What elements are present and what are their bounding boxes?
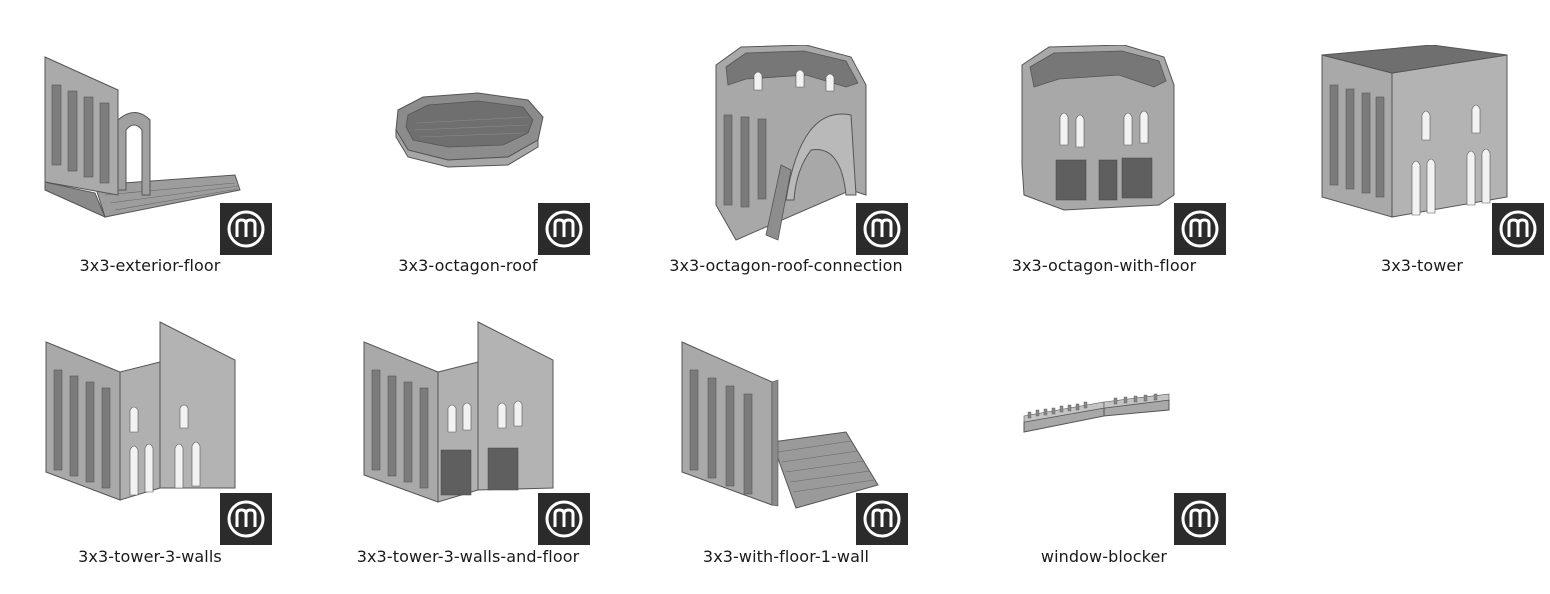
file-thumbnail — [328, 320, 608, 570]
file-item-window-blocker[interactable]: window-blocker — [954, 320, 1254, 590]
file-label: 3x3-tower-3-walls — [78, 547, 222, 566]
file-thumbnail — [646, 320, 926, 570]
file-item-3x3-tower-3-walls[interactable]: 3x3-tower-3-walls — [0, 320, 300, 590]
makerbot-m-icon — [220, 493, 272, 545]
model-preview — [395, 92, 544, 168]
model-preview — [44, 56, 241, 218]
file-item-3x3-tower[interactable]: 3x3-tower — [1272, 45, 1550, 315]
file-item-3x3-octagon-with-floor[interactable]: 3x3-octagon-with-floor — [954, 45, 1254, 315]
makerbot-m-icon — [1492, 203, 1544, 255]
makerbot-m-icon — [1174, 493, 1226, 545]
model-preview — [45, 321, 236, 501]
makerbot-m-icon — [856, 203, 908, 255]
makerbot-m-icon — [856, 493, 908, 545]
file-label: 3x3-tower-3-walls-and-floor — [356, 547, 580, 566]
makerbot-m-icon — [220, 203, 272, 255]
file-item-3x3-octagon-roof-connection[interactable]: 3x3-octagon-roof-connection — [636, 45, 936, 315]
file-label: 3x3-octagon-roof — [398, 256, 538, 275]
file-label: 3x3-octagon-roof-connection — [669, 256, 903, 275]
file-thumbnail — [1282, 45, 1550, 295]
file-thumbnail — [328, 45, 608, 295]
file-item-3x3-exterior-floor[interactable]: 3x3-exterior-floor — [0, 45, 300, 315]
makerbot-m-icon — [1174, 203, 1226, 255]
file-item-3x3-with-floor-1-wall[interactable]: 3x3-with-floor-1-wall — [636, 320, 936, 590]
file-thumbnail — [964, 45, 1244, 295]
model-preview — [363, 321, 554, 503]
makerbot-m-icon — [538, 203, 590, 255]
file-item-3x3-octagon-roof[interactable]: 3x3-octagon-roof — [318, 45, 618, 315]
file-label: 3x3-exterior-floor — [79, 256, 221, 275]
file-item-3x3-tower-3-walls-and-floor[interactable]: 3x3-tower-3-walls-and-floor — [318, 320, 618, 590]
file-label: 3x3-with-floor-1-wall — [702, 547, 870, 566]
model-preview — [1321, 45, 1508, 218]
model-preview — [1021, 45, 1175, 211]
file-label: window-blocker — [1040, 547, 1168, 566]
file-thumbnail — [964, 320, 1244, 570]
file-thumbnail — [10, 320, 290, 570]
model-preview — [681, 341, 879, 509]
file-label: 3x3-tower — [1380, 256, 1464, 275]
model-preview — [715, 45, 867, 241]
file-thumbnail — [646, 45, 926, 295]
model-preview — [1023, 393, 1170, 433]
makerbot-m-icon — [538, 493, 590, 545]
file-label: 3x3-octagon-with-floor — [1011, 256, 1197, 275]
file-thumbnail — [10, 45, 290, 295]
